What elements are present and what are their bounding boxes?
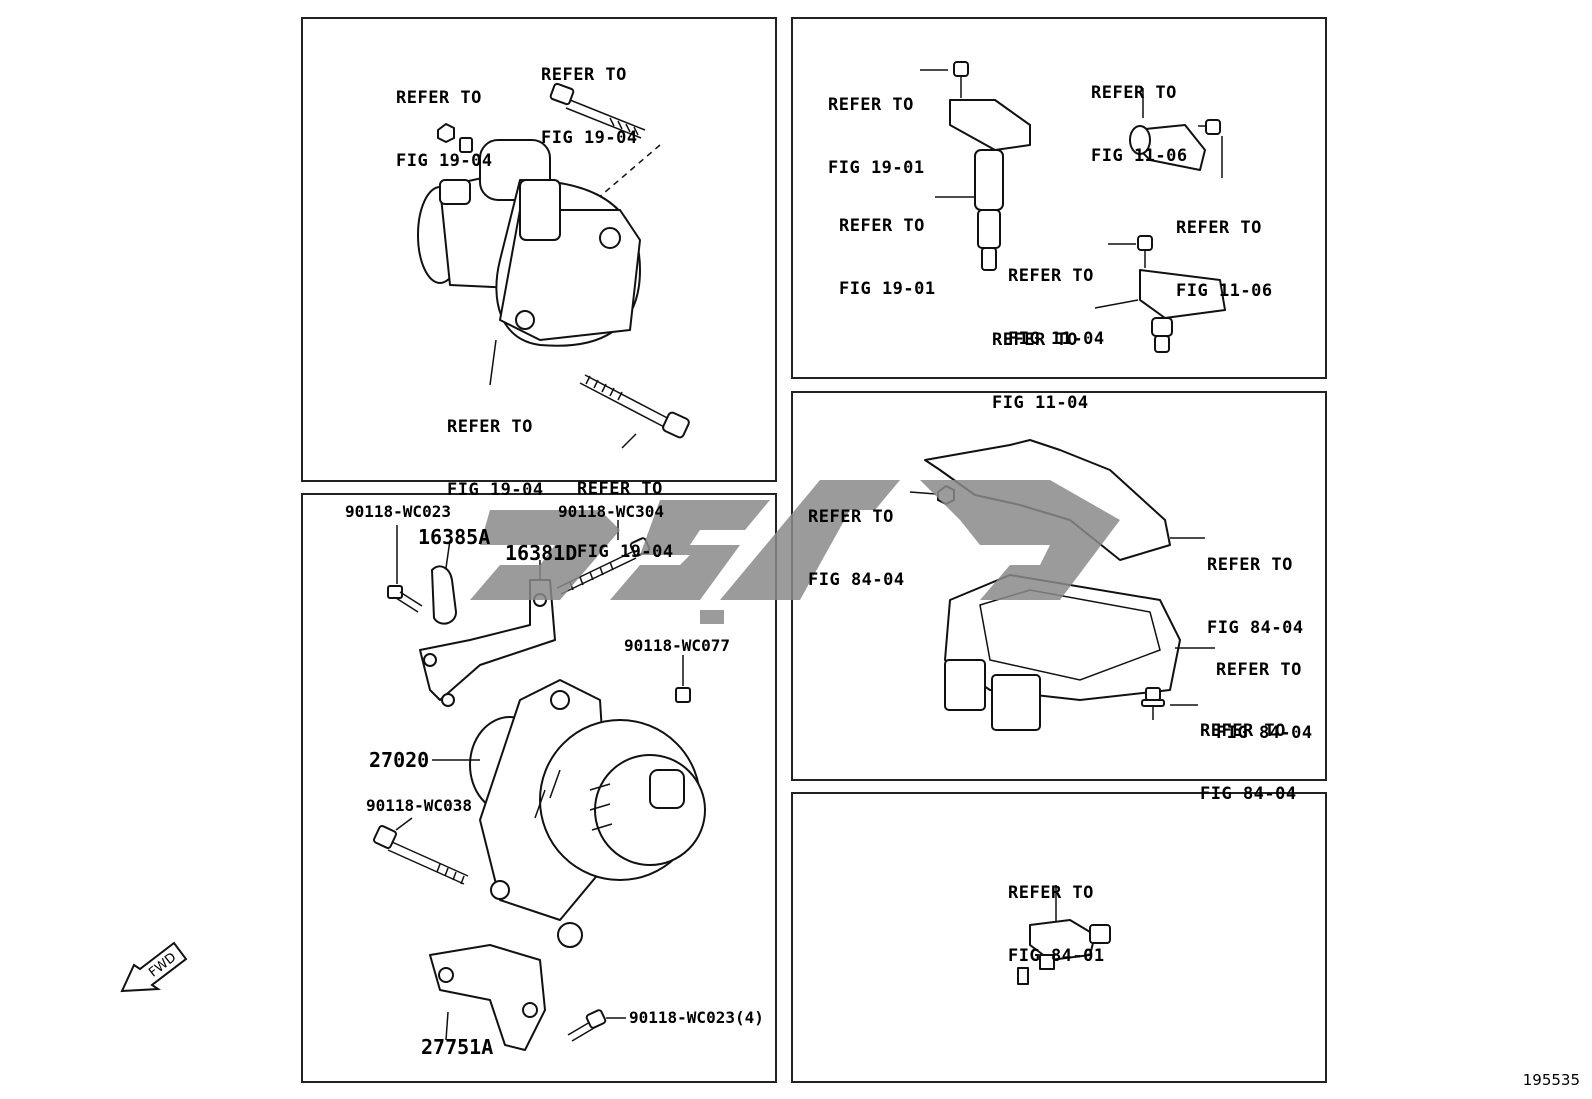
alternator-drawing (373, 520, 706, 1051)
fwd-arrow-icon: FWD (120, 941, 188, 993)
refer-label: REFER TO FIG 84-01 (1008, 883, 1105, 966)
refer-label: REFER TO FIG 19-04 (541, 65, 638, 148)
refer-label: REFER TO FIG 11-06 (1091, 83, 1188, 166)
ecu-connector-right (991, 674, 1041, 731)
part-number: 27020 (369, 748, 430, 772)
refer-label: REFER TO FIG 11-06 (1176, 218, 1273, 301)
part-number: 90118-WC304 (558, 502, 664, 521)
ecu-connector-left (944, 659, 986, 711)
refer-label: REFER TO FIG 19-01 (839, 216, 936, 299)
refer-label: REFER TO FIG 19-04 (396, 88, 493, 171)
refer-label: REFER TO FIG 84-04 (1200, 721, 1297, 804)
switch-drawing (1017, 885, 1111, 985)
starter-motor-drawing (417, 82, 690, 449)
watermark-logo (470, 480, 1120, 624)
sensor-panel (791, 17, 1327, 379)
refer-label: REFER TO FIG 19-04 (577, 479, 674, 562)
crank-sensor-lower (1137, 235, 1226, 353)
alternator-27020 (469, 679, 706, 948)
oil-pressure-switch (1029, 919, 1096, 961)
sensor-drawing (920, 61, 1226, 353)
refer-label: REFER TO FIG 19-04 (447, 417, 544, 500)
part-number: 90118-WC023(4) (629, 1008, 764, 1027)
refer-label: REFER TO FIG 84-04 (1207, 555, 1304, 638)
document-number: 195535 (1522, 1071, 1580, 1089)
starter-bolt-upper (549, 82, 646, 139)
refer-label: REFER TO FIG 11-04 (1008, 266, 1105, 349)
bolt-wc038 (373, 825, 469, 885)
clip-wc077 (675, 687, 691, 703)
bolt-wc023-4 (567, 1009, 626, 1042)
bolt-wc023 (387, 585, 423, 613)
part-number: 16385A (418, 525, 491, 549)
ignition-coil (949, 61, 1031, 271)
cam-sensor-upper (1129, 119, 1221, 171)
starter-motor (417, 137, 641, 347)
part-number: 27751A (421, 1035, 494, 1059)
refer-label: REFER TO FIG 11-04 (992, 330, 1089, 413)
part-number: 16381D (505, 541, 578, 565)
part-number: 90118-WC077 (624, 636, 730, 655)
bracket-27751a (429, 944, 546, 1051)
ecu-bolt (1141, 687, 1165, 720)
bracket-16381d (419, 579, 556, 701)
part-number: 90118-WC038 (366, 796, 472, 815)
refer-label: REFER TO FIG 84-04 (1216, 660, 1313, 743)
refer-label: REFER TO FIG 84-04 (808, 507, 905, 590)
plate-16385a (431, 565, 457, 625)
part-number: 90118-WC023 (345, 502, 451, 521)
refer-label: REFER TO FIG 19-01 (828, 95, 925, 178)
starter-nut (437, 123, 455, 143)
starter-bolt-lower (579, 374, 690, 439)
